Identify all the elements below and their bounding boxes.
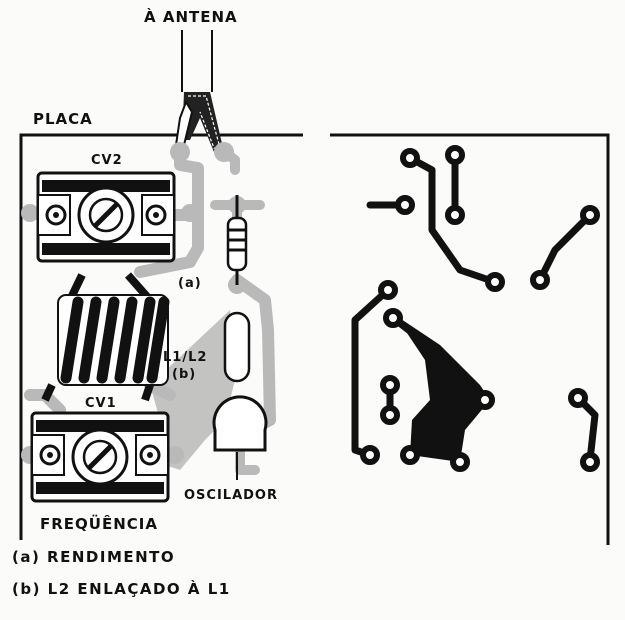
cv2-trimmer-capacitor — [36, 171, 176, 263]
cv1-trimmer-capacitor — [30, 411, 170, 503]
yield-mark-label: (a) — [178, 276, 202, 291]
solder-side-ground-plane — [395, 315, 490, 462]
cv1-label: CV1 — [85, 396, 117, 411]
antenna-cable — [174, 30, 224, 152]
note-coupling: (b) L2 ENLAÇADO À L1 — [12, 580, 231, 598]
note-yield: (a) RENDIMENTO — [12, 548, 176, 566]
oscillator-slot-pad — [223, 311, 251, 383]
oscillator-transistor — [212, 395, 268, 480]
antenna-label: À ANTENA — [144, 8, 238, 26]
oscillator-label: OSCILADOR — [184, 488, 278, 503]
coil-mark-label: (b) — [172, 367, 197, 382]
resistor — [226, 195, 248, 285]
frequency-label: FREQÜÊNCIA — [40, 515, 158, 533]
board-outline-right — [330, 133, 610, 545]
coil-label: L1/L2 — [163, 350, 208, 365]
coil-l1-l2 — [41, 272, 170, 402]
solder-side-pads — [360, 145, 600, 472]
board-label: PLACA — [33, 110, 93, 128]
cv2-label: CV2 — [91, 153, 123, 168]
